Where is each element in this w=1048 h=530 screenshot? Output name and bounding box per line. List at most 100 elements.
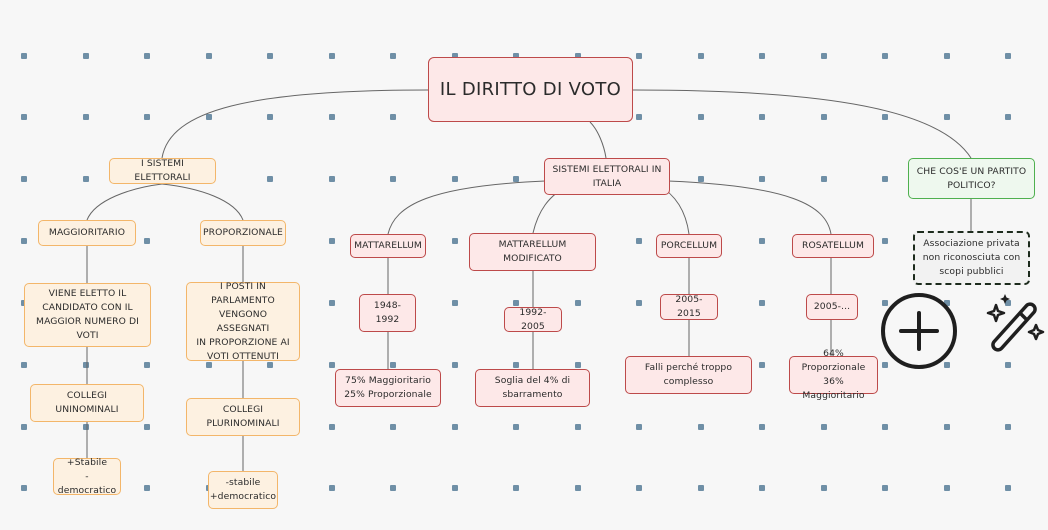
grid-dot (452, 362, 458, 368)
grid-dot (944, 362, 950, 368)
grid-dot (144, 238, 150, 244)
grid-dot (513, 53, 519, 59)
node-mattarellum-modificato-nota[interactable]: Soglia del 4% di sbarramento (475, 369, 590, 407)
grid-dot (575, 300, 581, 306)
grid-dot (882, 114, 888, 120)
node-mattarellum-modificato-anni[interactable]: 1992-2005 (504, 307, 562, 332)
grid-dot (390, 176, 396, 182)
grid-dot (513, 300, 519, 306)
node-proporzionale-note[interactable]: -stabile +democratico (208, 471, 278, 509)
grid-dot (882, 300, 888, 306)
grid-dot (882, 238, 888, 244)
grid-dot (759, 53, 765, 59)
grid-dot (267, 362, 273, 368)
node-label: PORCELLUM (660, 240, 718, 251)
grid-dot (1005, 485, 1011, 491)
grid-dot (206, 362, 212, 368)
grid-dot (882, 362, 888, 368)
node-sistemi-elettorali-italia[interactable]: SISTEMI ELETTORALI IN ITALIA (544, 158, 670, 195)
grid-dot (1005, 114, 1011, 120)
grid-dot (759, 424, 765, 430)
node-maggioritario-note[interactable]: +Stabile -democratico (53, 457, 121, 496)
node-partito-risposta-selected[interactable]: Associazione privata non riconosciuta co… (913, 231, 1030, 285)
node-maggioritario-descrizione[interactable]: VIENE ELETTO IL CANDIDATO CON IL MAGGIOR… (24, 283, 151, 347)
grid-dot (21, 424, 27, 430)
node-label: CHE COS'E UN PARTITO POLITICO? (916, 165, 1027, 191)
node-maggioritario[interactable]: MAGGIORITARIO (38, 220, 136, 246)
node-porcellum-nota[interactable]: Falli perché troppo complesso (625, 356, 752, 394)
grid-dot (329, 485, 335, 491)
grid-dot (944, 53, 950, 59)
node-mattarellum[interactable]: MATTARELLUM (350, 234, 426, 258)
node-mattarellum-modificato[interactable]: MATTARELLUM MODIFICATO (469, 233, 596, 271)
grid-dot (329, 53, 335, 59)
node-label: MATTARELLUM (354, 240, 422, 251)
grid-dot (698, 53, 704, 59)
node-label: Falli perché troppo complesso (644, 362, 733, 387)
grid-dot (206, 53, 212, 59)
node-label: I POSTI IN PARLAMENTO VENGONO ASSEGNATI … (196, 280, 290, 362)
node-label: Soglia del 4% di sbarramento (494, 375, 571, 400)
grid-dot (944, 300, 950, 306)
grid-dot (821, 424, 827, 430)
node-collegi-uninominali[interactable]: COLLEGI UNINOMINALI (30, 384, 144, 422)
root-node-diritto-di-voto[interactable]: IL DIRITTO DI VOTO (428, 57, 633, 122)
magic-wand-button[interactable] (985, 292, 1045, 354)
grid-dot (21, 485, 27, 491)
node-partito-politico[interactable]: CHE COS'E UN PARTITO POLITICO? (908, 158, 1035, 199)
grid-dot (144, 424, 150, 430)
grid-dot (452, 485, 458, 491)
grid-dot (882, 176, 888, 182)
node-porcellum-anni[interactable]: 2005-2015 (660, 294, 718, 320)
grid-dot (1005, 424, 1011, 430)
grid-dot (882, 485, 888, 491)
grid-dot (144, 114, 150, 120)
node-sistemi-elettorali[interactable]: I SISTEMI ELETTORALI (109, 158, 216, 184)
grid-dot (21, 114, 27, 120)
grid-dot (206, 114, 212, 120)
grid-dot (759, 176, 765, 182)
magic-wand-icon (986, 294, 1045, 352)
node-collegi-plurinominali[interactable]: COLLEGI PLURINOMINALI (186, 398, 300, 436)
grid-dot (21, 176, 27, 182)
grid-dot (390, 424, 396, 430)
node-label: COLLEGI PLURINOMINALI (206, 404, 280, 429)
node-mattarellum-anni[interactable]: 1948- 1992 (359, 294, 416, 332)
grid-dot (390, 362, 396, 368)
node-rosatellum-anni[interactable]: 2005-... (806, 294, 858, 320)
grid-dot (390, 53, 396, 59)
grid-dot (452, 176, 458, 182)
grid-dot (390, 114, 396, 120)
grid-dot (575, 424, 581, 430)
node-label: MATTARELLUM MODIFICATO (498, 239, 567, 264)
root-node-label: IL DIRITTO DI VOTO (439, 78, 622, 100)
grid-dot (575, 362, 581, 368)
grid-dot (636, 424, 642, 430)
node-label: Associazione privata non riconosciuta co… (922, 238, 1021, 277)
node-proporzionale-descrizione[interactable]: I POSTI IN PARLAMENTO VENGONO ASSEGNATI … (186, 280, 300, 362)
grid-dot (944, 424, 950, 430)
node-rosatellum[interactable]: ROSATELLUM (792, 234, 874, 258)
grid-dot (1005, 362, 1011, 368)
grid-dot (83, 114, 89, 120)
node-proporzionale[interactable]: PROPORZIONALE (200, 220, 286, 246)
node-label: 64% Proporzionale 36% Maggioritario (801, 348, 866, 401)
grid-dot (513, 485, 519, 491)
grid-dot (83, 176, 89, 182)
grid-dot (513, 362, 519, 368)
add-node-button[interactable] (880, 292, 958, 370)
grid-dot (882, 53, 888, 59)
grid-dot (636, 114, 642, 120)
node-label: 75% Maggioritario 25% Proporzionale (344, 375, 432, 400)
grid-dot (452, 238, 458, 244)
grid-dot (944, 114, 950, 120)
grid-dot (1005, 300, 1011, 306)
node-porcellum[interactable]: PORCELLUM (656, 234, 722, 258)
node-mattarellum-nota[interactable]: 75% Maggioritario 25% Proporzionale (335, 369, 441, 407)
node-label: 1992-2005 (519, 306, 547, 332)
node-rosatellum-nota[interactable]: 64% Proporzionale 36% Maggioritario (789, 348, 878, 401)
node-label: 2005-2015 (675, 294, 703, 319)
grid-dot (329, 176, 335, 182)
node-label: COLLEGI UNINOMINALI (55, 390, 119, 415)
